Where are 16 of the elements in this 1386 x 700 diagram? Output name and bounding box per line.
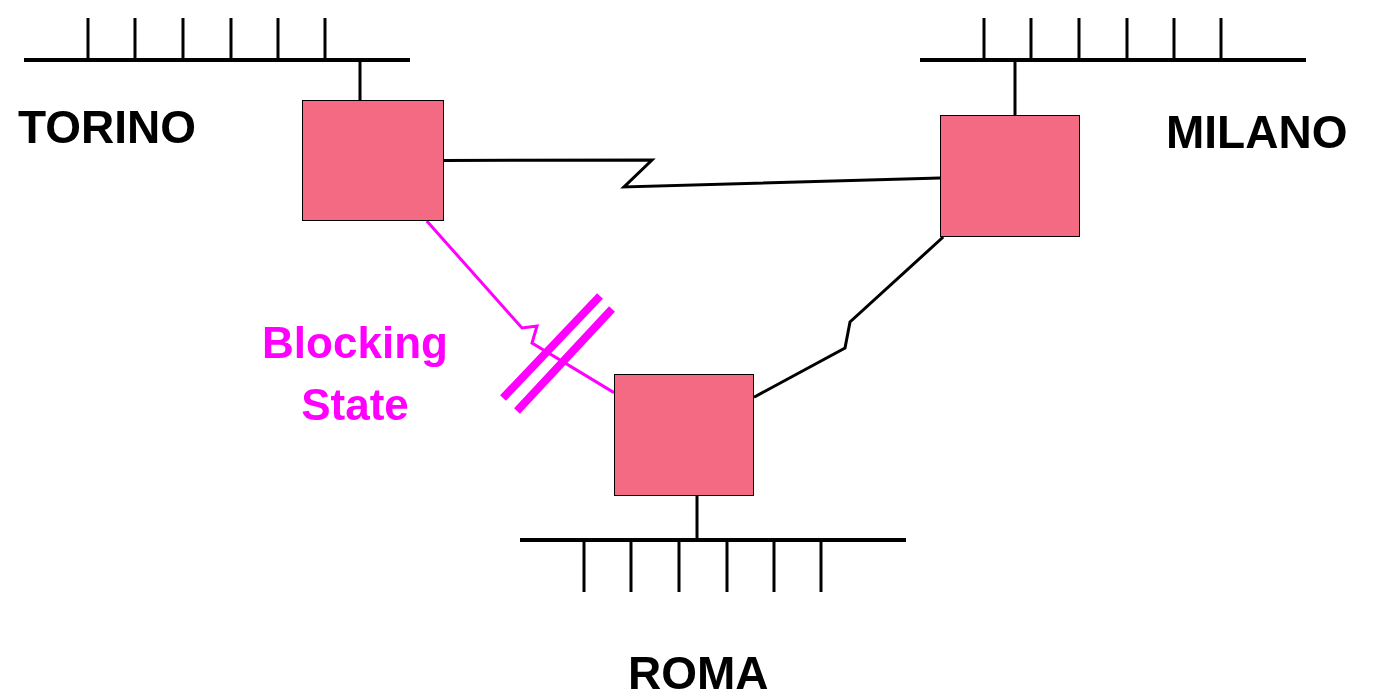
link-line xyxy=(695,496,699,538)
link-line xyxy=(425,220,615,394)
city-label: ROMA xyxy=(628,646,769,700)
city-label: TORINO xyxy=(18,100,197,154)
lan-segment xyxy=(24,16,410,62)
link-line xyxy=(753,235,945,399)
city-label: MILANO xyxy=(1166,105,1348,159)
link-line xyxy=(444,158,941,189)
bridge-box xyxy=(940,115,1080,237)
lan-segment xyxy=(920,16,1306,62)
link-line xyxy=(358,62,362,100)
bridge-box xyxy=(302,100,444,221)
link-line xyxy=(1013,62,1017,115)
port-state-label: Blocking State xyxy=(261,317,449,431)
lan-segment xyxy=(520,538,906,592)
bridge-box xyxy=(614,374,754,496)
